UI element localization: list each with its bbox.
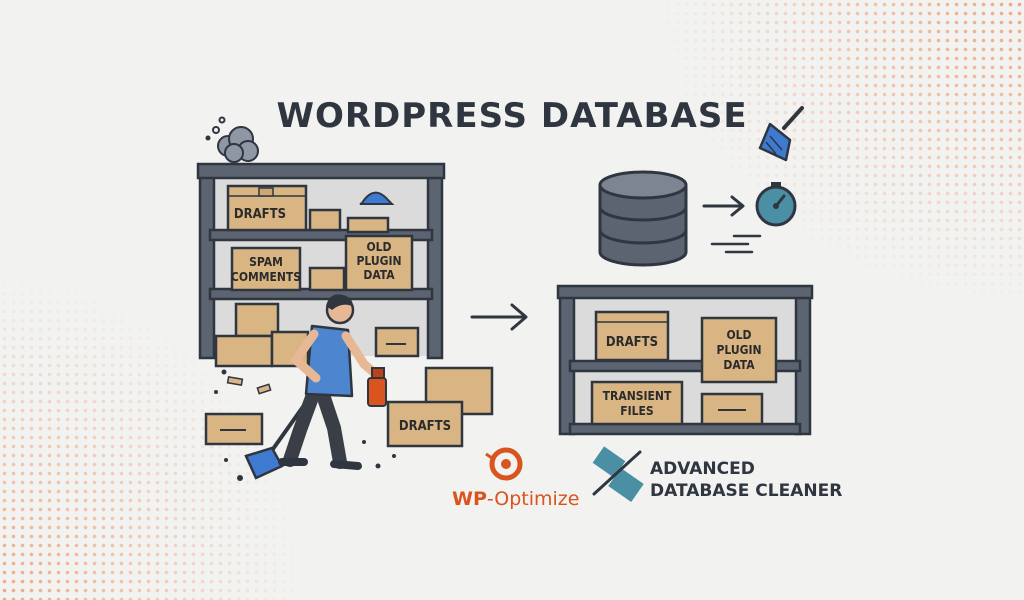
clean-box-small (700, 392, 764, 426)
small-box (346, 216, 390, 234)
clean-box-label-drafts: DRAFTS (606, 335, 658, 350)
adc-line-2: DATABASE CLEANER (650, 481, 843, 501)
small-box (308, 208, 342, 232)
clean-box-label-files: FILES (620, 404, 653, 418)
page-title: WORDPRESS DATABASE (276, 96, 748, 136)
box-label-old: OLD (366, 240, 391, 254)
adc-line-1: ADVANCED (650, 459, 755, 479)
database-icon (598, 170, 688, 267)
small-box (308, 266, 346, 292)
box-label-spam: SPAM (249, 255, 283, 269)
box-label-data: DATA (363, 268, 395, 282)
clean-box-label-data: DATA (723, 358, 755, 372)
debris (214, 369, 396, 481)
speed-lines (710, 234, 762, 254)
box-spam-comments: SPAM COMMENTS (230, 246, 302, 292)
dust-cloud-icon (205, 116, 259, 163)
box-old-plugin-data: OLD PLUGIN DATA (344, 234, 414, 292)
clean-box-old-plugin-data: OLD PLUGIN DATA (700, 316, 778, 384)
gauge-icon (755, 182, 797, 227)
clean-box-label-plugin: PLUGIN (716, 343, 761, 357)
box (214, 334, 274, 368)
adc-logo-icon (592, 446, 644, 503)
box (374, 326, 420, 358)
box-label-comments: COMMENTS (231, 270, 301, 284)
arrow-right-icon (702, 195, 745, 217)
person-sweeping (244, 294, 383, 480)
wp-optimize-prefix: WP (452, 488, 487, 510)
floor-box-label: DRAFTS (399, 419, 451, 434)
broom-icon (758, 106, 804, 162)
wp-optimize-logo-icon (485, 447, 523, 481)
clean-box-label-old: OLD (726, 328, 751, 342)
advanced-database-cleaner-logo: ADVANCED DATABASE CLEANER (650, 458, 842, 502)
clean-box-drafts: DRAFTS (594, 310, 670, 362)
cap-icon (359, 191, 395, 205)
box-drafts: DRAFTS (226, 184, 308, 232)
box-label-drafts: DRAFTS (234, 207, 286, 222)
clean-box-transient-files: TRANSIENT FILES (590, 380, 684, 426)
spray-bottle-icon (367, 367, 387, 407)
arrow-right-icon (470, 303, 528, 331)
wp-optimize-logo: WP-Optimize (452, 488, 579, 510)
wp-optimize-suffix: -Optimize (486, 488, 580, 510)
clean-box-label-transient: TRANSIENT (603, 389, 672, 403)
floor-box-drafts: DRAFTS (386, 400, 464, 448)
box-label-plugin: PLUGIN (356, 254, 401, 268)
